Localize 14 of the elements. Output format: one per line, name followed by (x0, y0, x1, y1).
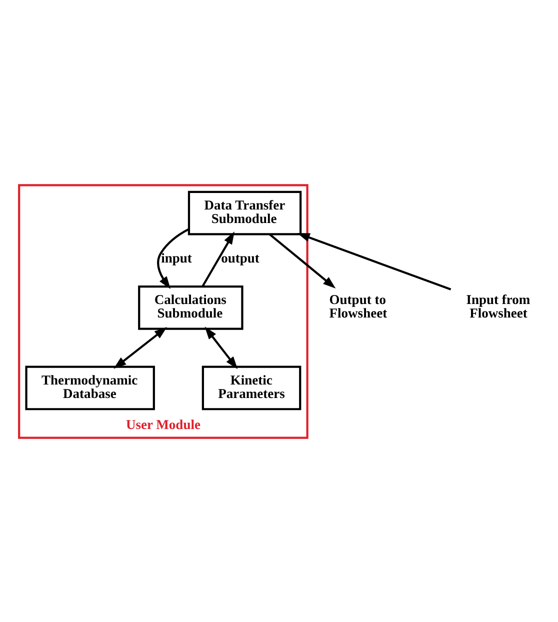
arrow (268, 232, 336, 288)
arrow (204, 326, 238, 369)
node-box: Kinetic Parameters (202, 365, 302, 410)
arrow (202, 231, 234, 287)
edge-label: output (221, 250, 260, 266)
node-text: Output to Flowsheet (329, 292, 388, 320)
arrow (114, 326, 168, 368)
node-box: Calculations Submodule (138, 285, 244, 330)
arrow (157, 228, 190, 289)
edge-label: input (161, 250, 192, 266)
node-box: Thermodynamic Database (25, 365, 155, 410)
arrow (297, 232, 452, 290)
node-text: Input from Flowsheet (466, 292, 530, 320)
node-box: Data Transfer Submodule (188, 190, 302, 235)
